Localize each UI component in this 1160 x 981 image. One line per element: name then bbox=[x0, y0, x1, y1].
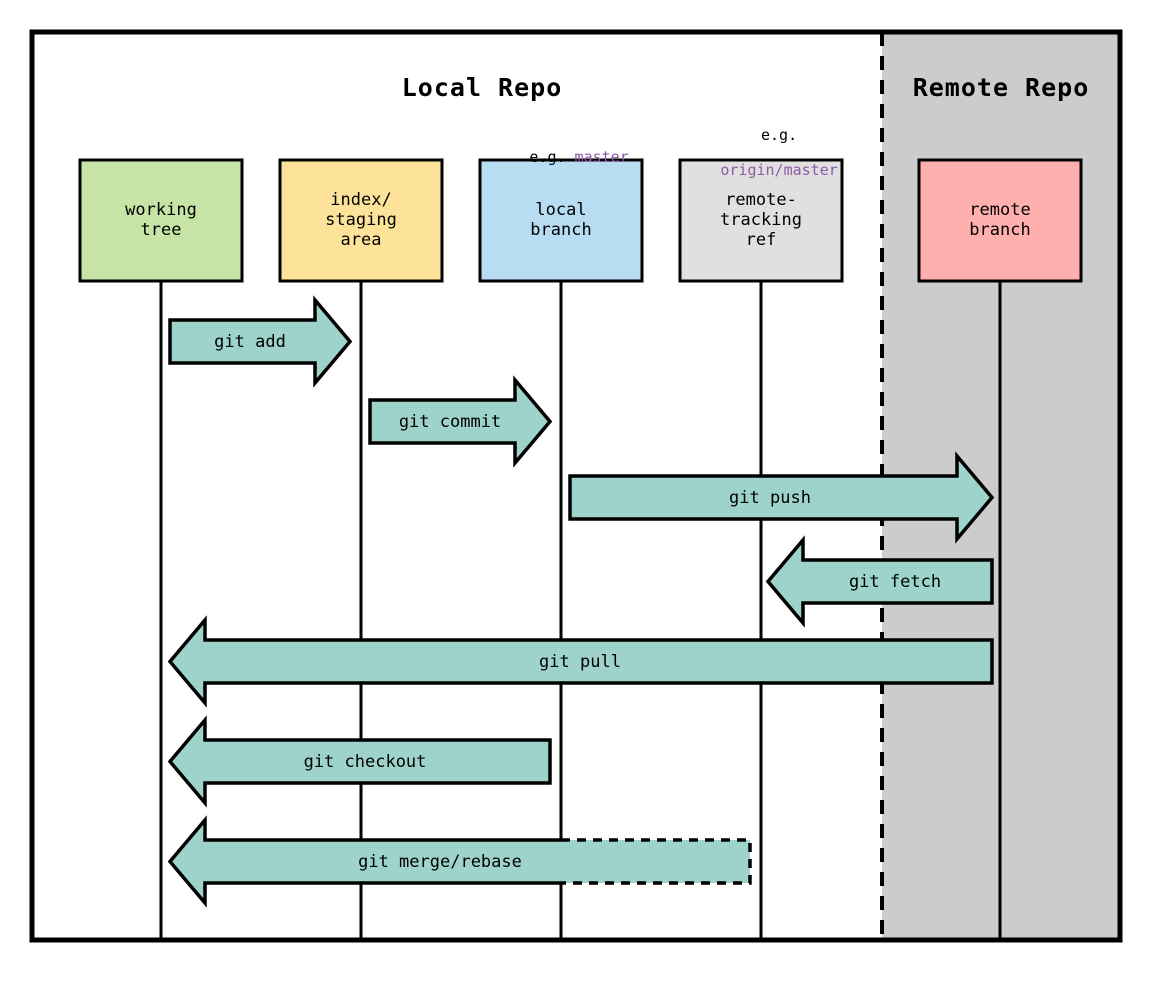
annotation-local-branch: e.g. master bbox=[461, 131, 661, 184]
arrow-shape-git-checkout[interactable] bbox=[167, 715, 552, 808]
arrow-label-git-pull: git pull bbox=[539, 652, 621, 672]
node-box-local-branch[interactable] bbox=[478, 158, 644, 283]
arrow-shape-git-commit[interactable] bbox=[368, 375, 553, 468]
arrow-shape-git-pull[interactable] bbox=[167, 615, 994, 708]
arrow-label-git-push: git push bbox=[729, 488, 811, 508]
diagram-outer-frame bbox=[29, 29, 1123, 943]
arrow-outline-git-merge-rebase-dashed bbox=[561, 838, 752, 885]
zone-title-remote: Remote Repo bbox=[912, 73, 1090, 102]
arrow-label-git-checkout: git checkout bbox=[303, 752, 427, 772]
node-box-index[interactable] bbox=[278, 158, 444, 283]
annotation-remote-ref: e.g. origin/master bbox=[661, 109, 861, 197]
arrow-shape-git-add[interactable] bbox=[168, 295, 353, 388]
node-label-remote-branch: remote branch bbox=[969, 200, 1031, 241]
zone-title-local: Local Repo bbox=[401, 73, 563, 102]
node-box-working-tree[interactable] bbox=[78, 158, 244, 283]
annotation-value-local-branch: master bbox=[574, 147, 629, 166]
node-box-remote-branch[interactable] bbox=[917, 158, 1083, 283]
arrow-shape-git-push[interactable] bbox=[568, 451, 995, 544]
node-box-remote-ref[interactable] bbox=[678, 158, 844, 283]
annotation-prefix-local-branch: e.g. bbox=[529, 147, 575, 166]
arrow-outline-git-merge-rebase-solid bbox=[167, 815, 561, 908]
arrow-label-git-merge-rebase: git merge/rebase bbox=[358, 852, 522, 872]
node-label-remote-ref: remote- tracking ref bbox=[720, 190, 802, 251]
arrow-label-git-fetch: git fetch bbox=[848, 572, 942, 592]
arrow-label-git-add: git add bbox=[214, 332, 286, 352]
node-label-working-tree: working tree bbox=[125, 200, 197, 241]
node-label-index: index/ staging area bbox=[325, 190, 397, 251]
arrow-shape-git-fetch[interactable] bbox=[765, 535, 994, 628]
arrow-label-git-commit: git commit bbox=[398, 412, 502, 432]
annotation-value-remote-ref: origin/master bbox=[720, 161, 838, 180]
node-label-local-branch: local branch bbox=[530, 200, 592, 241]
annotation-prefix-remote-ref: e.g. bbox=[761, 125, 798, 144]
